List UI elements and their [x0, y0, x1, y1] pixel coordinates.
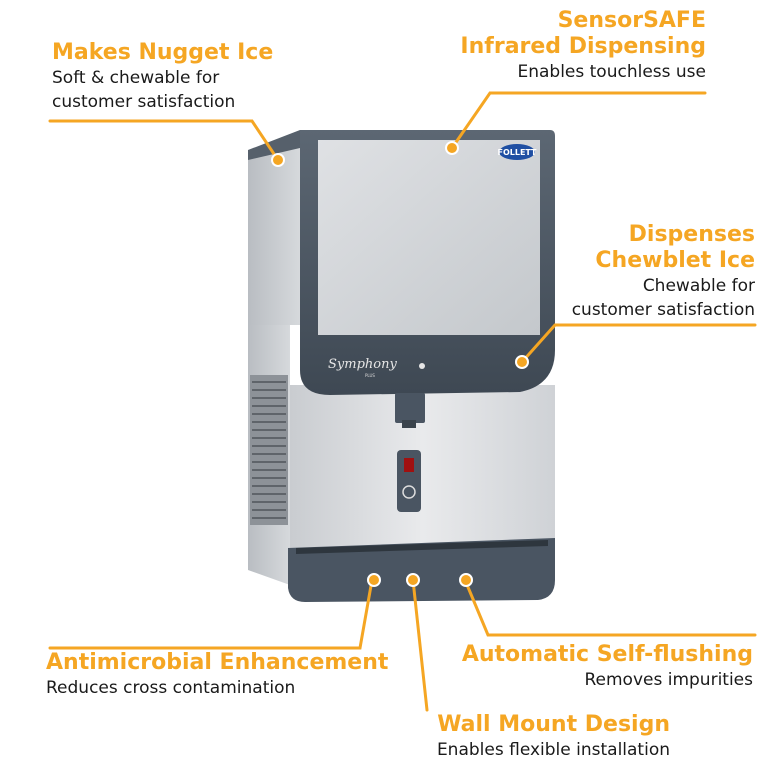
leader-wall — [411, 578, 429, 712]
callout-sensor-title-2: Infrared Dispensing — [460, 34, 706, 59]
chute-nozzle — [402, 420, 416, 428]
callout-flush-desc: Removes impurities — [584, 670, 753, 690]
callout-wall-title: Wall Mount Design — [437, 712, 670, 737]
ice-chute — [395, 393, 425, 423]
dispense-icon — [419, 363, 425, 369]
dispenser-top-edge — [248, 130, 300, 160]
callout-nugget-ice: Makes Nugget Ice Soft & chewable for cus… — [52, 40, 273, 114]
callout-wall-mount: Wall Mount Design Enables flexible insta… — [437, 712, 670, 762]
callout-chewblet-title-1: Dispenses — [628, 222, 755, 247]
symphony-script-logo: Symphony — [328, 357, 397, 372]
symphony-suffix: PLUS — [365, 373, 375, 378]
callout-antimicrobial-desc: Reduces cross contamination — [46, 678, 296, 698]
callout-chewblet-desc-1: Chewable for — [642, 276, 755, 296]
callout-chewblet-ice: Dispenses Chewblet Ice Chewable for cust… — [572, 222, 755, 322]
leader-antimicrobial — [48, 578, 374, 650]
dot-antimicrobial — [367, 573, 381, 587]
callout-antimicrobial-title: Antimicrobial Enhancement — [46, 650, 389, 675]
hood-front-panel — [318, 140, 540, 335]
sensor-plate — [397, 450, 421, 512]
leader-flush — [463, 578, 757, 637]
callout-nugget-desc-1: Soft & chewable for — [52, 68, 220, 88]
vent-grille — [250, 375, 288, 525]
callout-chewblet-title-2: Chewblet Ice — [595, 248, 755, 273]
dot-nugget — [271, 153, 285, 167]
leader-sensor — [450, 91, 707, 150]
dot-flush — [459, 573, 473, 587]
callout-nugget-title: Makes Nugget Ice — [52, 40, 274, 65]
dot-sensor — [445, 141, 459, 155]
callout-antimicrobial: Antimicrobial Enhancement Reduces cross … — [46, 650, 388, 700]
callout-sensor-title-1: SensorSAFE — [557, 8, 706, 33]
callout-self-flushing: Automatic Self-flushing Removes impuriti… — [462, 642, 753, 692]
hand-sensor-icon — [402, 485, 416, 499]
dot-wall — [406, 573, 420, 587]
dispenser-side-upper — [248, 148, 300, 325]
callout-chewblet-desc-2: customer satisfaction — [571, 300, 755, 320]
callout-wall-desc: Enables flexible installation — [436, 740, 670, 760]
callout-nugget-desc-2: customer satisfaction — [52, 92, 236, 112]
callout-sensor-desc: Enables touchless use — [517, 62, 706, 82]
follett-logo — [499, 144, 535, 160]
drip-tray-rim — [296, 540, 548, 554]
sensor-light — [404, 458, 414, 472]
leader-nugget — [48, 119, 280, 162]
drip-tray — [288, 538, 555, 602]
leader-chewblet — [520, 323, 757, 364]
callout-sensorsafe: SensorSAFE Infrared Dispensing Enables t… — [460, 8, 706, 84]
callout-flush-title: Automatic Self-flushing — [461, 642, 753, 667]
dot-chewblet — [515, 355, 529, 369]
follett-logo-text: FOLLETT — [497, 148, 537, 157]
